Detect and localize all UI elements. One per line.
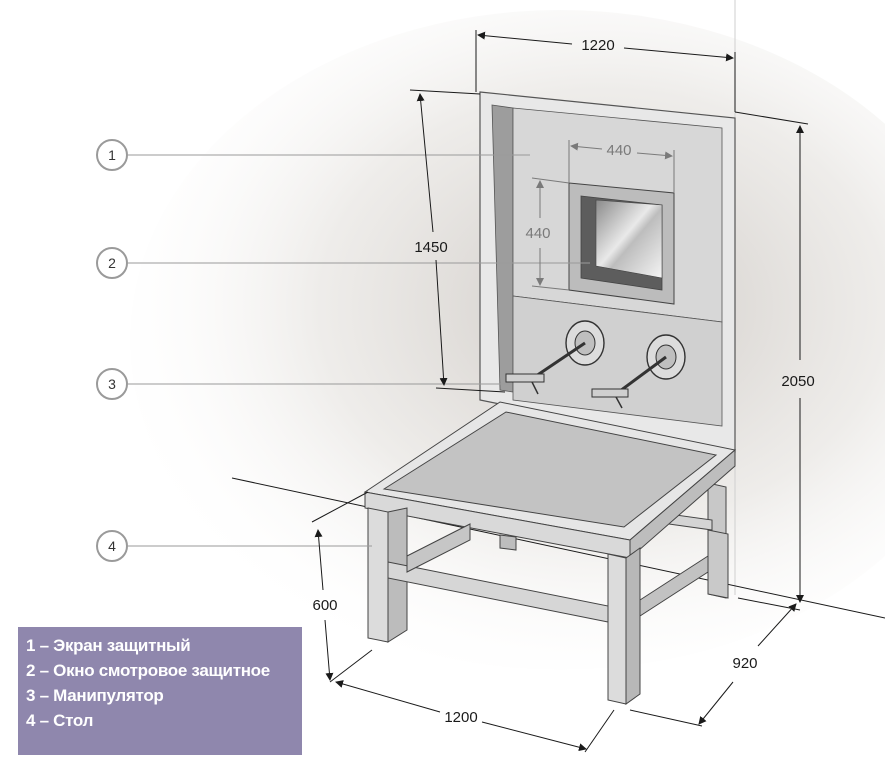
dimension-table-depth-920: 920 <box>629 597 801 727</box>
dimension-table-width-1200: 1200 <box>329 649 615 753</box>
legend-box: 1 – Экран защитный 2 – Окно смотровое за… <box>18 627 302 755</box>
svg-text:1450: 1450 <box>414 239 447 256</box>
dimension-window-width-440: 440 <box>568 140 675 193</box>
legend-item-manipulator: 3 – Манипулятор <box>26 686 164 705</box>
manipulator-left <box>505 320 605 395</box>
callout-2: 2 <box>96 247 128 279</box>
svg-text:920: 920 <box>732 655 757 672</box>
manipulator-right <box>591 334 686 409</box>
callout-3: 3 <box>96 368 128 400</box>
callout-4: 4 <box>96 530 128 562</box>
svg-text:2: 2 <box>108 255 116 271</box>
protective-window <box>568 182 675 305</box>
callout-1: 1 <box>96 139 128 171</box>
svg-text:1: 1 <box>108 147 116 163</box>
svg-text:2050: 2050 <box>781 373 814 390</box>
table <box>363 401 737 705</box>
callout-leaders <box>128 154 590 547</box>
dimension-width-1220: 1220 <box>475 30 736 112</box>
svg-text:440: 440 <box>525 225 550 242</box>
svg-text:4: 4 <box>108 538 116 554</box>
svg-text:1220: 1220 <box>581 37 614 54</box>
svg-text:1200: 1200 <box>444 709 477 726</box>
floor-lines <box>231 477 885 619</box>
dimension-height-1450: 1450 <box>409 89 506 393</box>
svg-text:3: 3 <box>108 376 116 392</box>
svg-text:440: 440 <box>606 142 631 159</box>
legend-item-table: 4 – Стол <box>26 711 94 730</box>
dimension-table-height-600: 600 <box>311 491 369 681</box>
svg-text:600: 600 <box>312 597 337 614</box>
legend-item-window: 2 – Окно смотровое защитное <box>26 661 270 680</box>
dimension-window-height-440: 440 <box>525 177 570 291</box>
dimension-height-2050: 2050 <box>734 111 815 603</box>
legend-item-screen: 1 – Экран защитный <box>26 636 191 655</box>
